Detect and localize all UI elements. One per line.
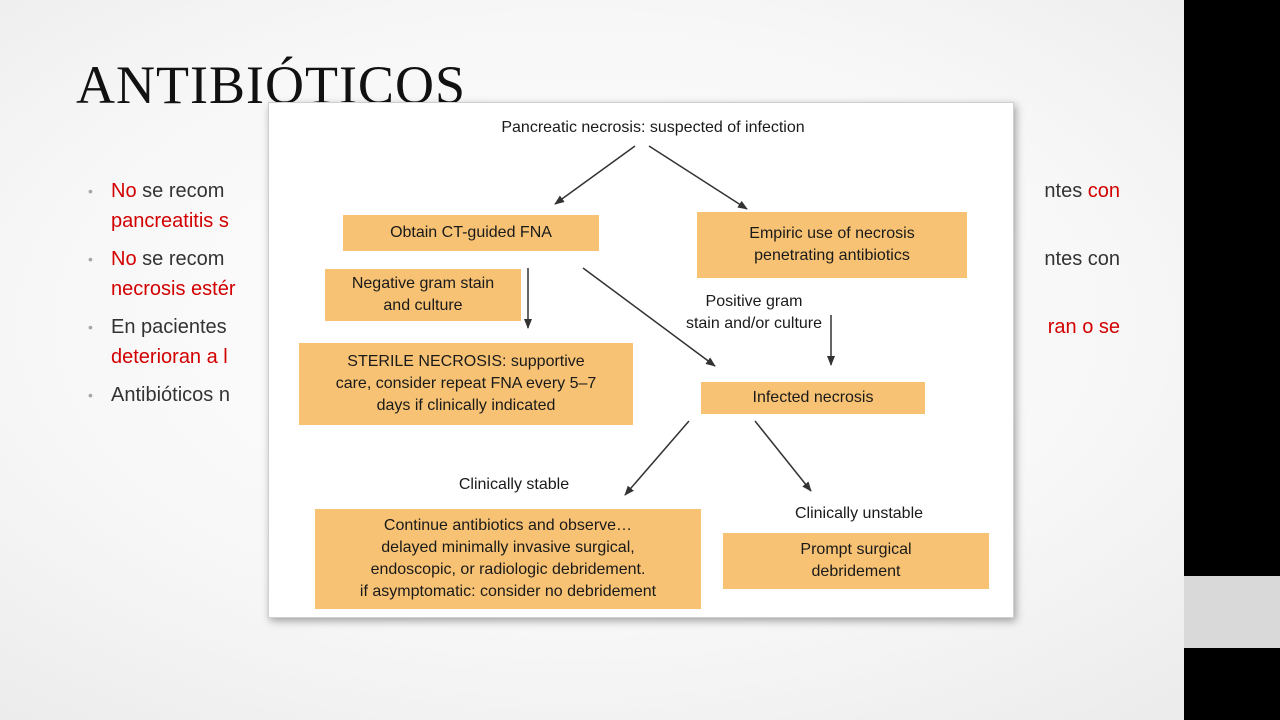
arrow-infected-to-unstable — [754, 420, 812, 492]
bullet-item: • En pacientes ran o se deterioran a l — [88, 312, 1120, 372]
bullet-text: ntes — [1044, 180, 1088, 202]
node-unstable: Clinically unstable — [794, 505, 924, 522]
bullet-text: se recom — [136, 180, 225, 202]
bullet-text: ran o se — [1047, 316, 1120, 338]
bullet-dot-icon: • — [88, 251, 93, 267]
bullet-text: No — [111, 248, 137, 270]
node-sterile: STERILE NECROSIS: supportive care, consi… — [299, 343, 633, 425]
bullet-dot-icon: • — [88, 319, 93, 335]
node-stable: Clinically stable — [458, 476, 570, 493]
bullet-item: • Antibióticos n — [88, 380, 1120, 410]
arrow-fna-to-infected — [582, 267, 716, 367]
sidebar-block-bottom — [1184, 648, 1280, 720]
bullet-text: deterioran a l — [111, 346, 228, 368]
bullet-dot-icon: • — [88, 183, 93, 199]
node-root: Pancreatic necrosis: suspected of infect… — [501, 119, 805, 136]
arrow-root-to-fna — [554, 145, 636, 205]
flowchart-arrows — [524, 145, 835, 496]
bullet-item: • No se recom ntes con necrosis estér — [88, 244, 1120, 304]
node-empiric: Empiric use of necrosis penetrating anti… — [697, 212, 967, 278]
arrow-root-to-empiric — [648, 145, 748, 210]
sidebar-block-middle — [1184, 576, 1280, 648]
node-infected: Infected necrosis — [701, 382, 925, 414]
slide: ANTIBIÓTICOS • No se recom ntes con panc… — [76, 58, 1120, 618]
sidebar-block-top — [1184, 0, 1280, 576]
node-continue: Continue antibiotics and observe… delaye… — [315, 509, 701, 609]
node-negative: Negative gram stain and culture — [325, 269, 521, 321]
bullet-text: Antibióticos n — [111, 384, 230, 406]
bullet-text: ntes con — [1044, 248, 1120, 270]
bullet-list: • No se recom ntes con pancreatitis s • … — [88, 176, 1120, 418]
node-prompt: Prompt surgical debridement — [723, 533, 989, 589]
bullet-text: necrosis estér — [111, 278, 236, 300]
bullet-item: • No se recom ntes con pancreatitis s — [88, 176, 1120, 236]
bullet-text: con — [1087, 180, 1120, 202]
node-positive: Positive gram stain and/or culture — [685, 293, 823, 332]
arrow-infected-to-stable — [624, 420, 690, 496]
bullet-text: se recom — [136, 248, 225, 270]
bullet-text: No — [111, 180, 137, 202]
bullet-text: pancreatitis s — [111, 210, 229, 232]
node-fna: Obtain CT-guided FNA — [343, 215, 599, 251]
flowchart-figure: Pancreatic necrosis: suspected of infect… — [268, 102, 1014, 618]
bullet-text: En pacientes — [111, 316, 227, 338]
bullet-dot-icon: • — [88, 387, 93, 403]
